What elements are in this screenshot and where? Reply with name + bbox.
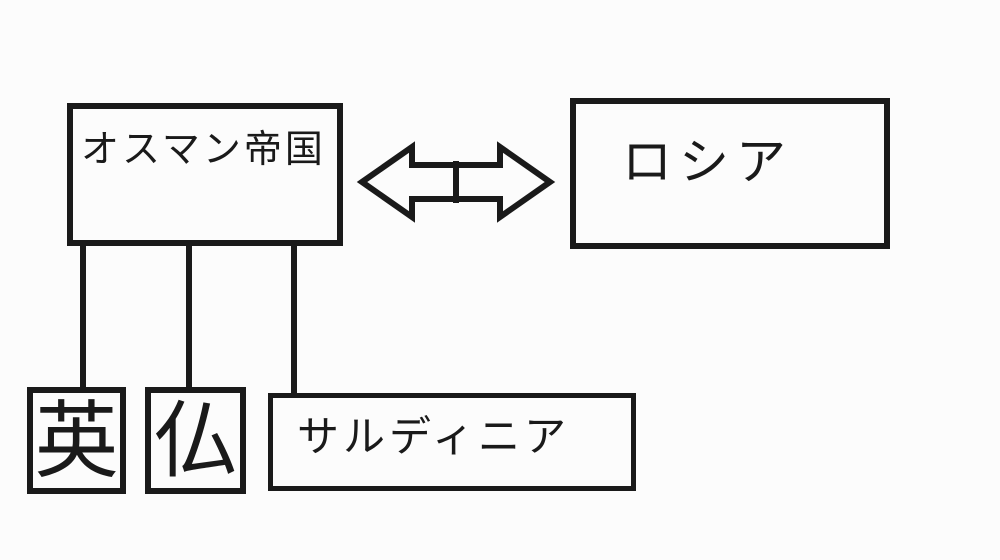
node-ottoman-empire: オスマン帝国 [67,103,343,246]
node-russia: ロシア [570,98,890,249]
node-britain: 英 [27,387,126,494]
node-ottoman-empire-label: オスマン帝国 [81,127,326,171]
node-russia-label: ロシア [622,133,793,191]
node-sardinia: サルディニア [268,393,636,491]
connector-ottoman-britain [80,244,86,388]
node-britain-label: 英 [34,391,119,490]
node-sardinia-label: サルディニア [297,412,571,461]
node-france: 仏 [145,387,246,494]
double-arrow-icon [356,141,556,223]
connector-ottoman-france [186,244,192,388]
node-france-label: 仏 [153,391,238,490]
connector-ottoman-sardinia [291,244,297,394]
